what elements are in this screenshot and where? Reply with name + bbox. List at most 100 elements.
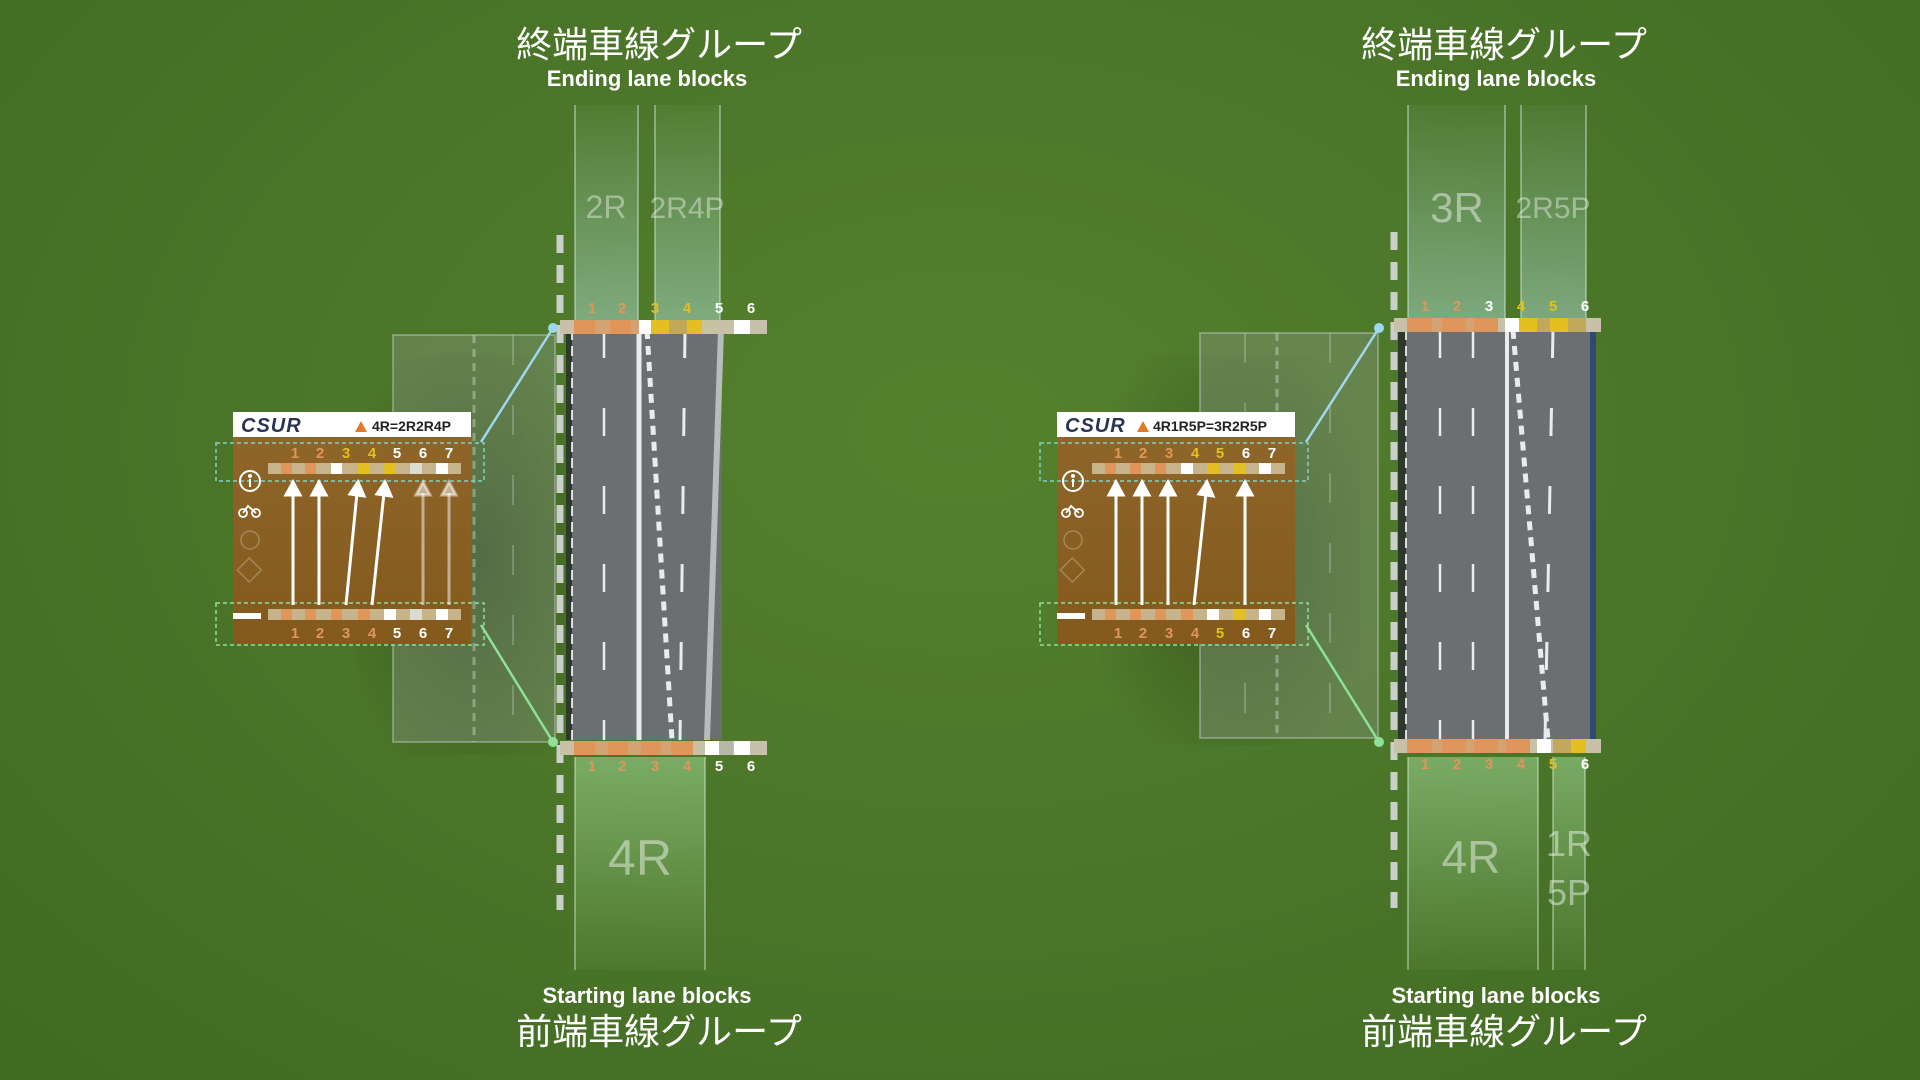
top-lane-number: 2: [618, 300, 626, 317]
csur-panel-right: CSUR 4R1R5P=3R2R5P 1 2 3 4 5 6 7: [1039, 412, 1309, 646]
warning-triangle-icon: [1137, 421, 1149, 432]
diagram-left: 2R 2R4P 4R: [215, 105, 767, 970]
bottom-lane-number: 6: [747, 758, 755, 775]
connector-line-start: [1304, 624, 1381, 743]
starting-lane-title-jp-left: 前端車線グループ: [516, 1012, 802, 1053]
panel-bottom-number: 1: [291, 625, 299, 642]
bottom-lane-number: 2: [1453, 756, 1461, 773]
bicycle-icon: [1061, 504, 1084, 518]
panel-bottom-number: 4: [368, 625, 377, 642]
connector-dot: [1374, 737, 1384, 747]
bus-icon: [1063, 530, 1083, 550]
panel-top-number: 6: [419, 445, 427, 462]
lane-sign-icon: [1059, 556, 1086, 584]
bottom-lane-number: 5: [715, 758, 723, 775]
top-lane-number: 2: [1453, 298, 1461, 315]
panel-top-number: 2: [316, 445, 324, 462]
panel-code: 4R=2R2R4P: [372, 418, 451, 434]
starting-lane-title-jp-right: 前端車線グループ: [1361, 1012, 1647, 1053]
panel-bottom-number: 3: [342, 625, 350, 642]
panel-code: 4R1R5P=3R2R5P: [1153, 418, 1267, 434]
bottom-lane-number: 5: [1549, 756, 1557, 773]
ending-lane-title-jp-left: 終端車線グループ: [516, 25, 802, 66]
bottom-lane-number: 3: [651, 758, 659, 775]
end-block-2R: [575, 105, 638, 323]
start-selection-box: [215, 602, 485, 646]
bus-icon: [240, 530, 260, 550]
panel-bottom-number: 5: [1216, 625, 1224, 642]
bicycle-icon: [238, 504, 261, 518]
road-surface-right: [1404, 330, 1594, 740]
panel-bottom-number: 7: [445, 625, 453, 642]
road-marker-icon: [1057, 613, 1085, 619]
connector-line-end: [479, 327, 555, 443]
csur-panel-left: CSUR 4R=2R2R4P 1 2 3 4 5 6 7: [215, 412, 485, 646]
bottom-lane-number: 3: [1485, 756, 1493, 773]
csur-logo: CSUR: [1065, 415, 1126, 437]
panel-top-number: 4: [368, 445, 377, 462]
csur-logo: CSUR: [241, 415, 302, 437]
starting-lane-title-en-right: Starting lane blocks: [1391, 983, 1601, 1008]
bottom-lane-bar-right: [1394, 739, 1601, 753]
end-block-3R: [1408, 105, 1505, 323]
panel-top-number: 3: [1165, 445, 1173, 462]
panel-header: [1057, 412, 1295, 437]
top-lane-number: 1: [1421, 298, 1429, 315]
road-marker-icon: [233, 613, 261, 619]
start-block-label-4R: 4R: [1442, 831, 1501, 883]
connector-dot: [548, 737, 558, 747]
top-lane-number: 3: [1485, 298, 1493, 315]
panel-top-number: 7: [1268, 445, 1276, 462]
panel-bottom-number: 4: [1191, 625, 1200, 642]
top-lane-number: 5: [715, 300, 723, 317]
panel-top-number: 1: [291, 445, 299, 462]
connector-dot: [548, 323, 558, 333]
top-lane-number: 6: [747, 300, 755, 317]
starting-lane-title-en-left: Starting lane blocks: [542, 983, 752, 1008]
panel-bottom-number: 2: [316, 625, 324, 642]
panel-top-number: 5: [1216, 445, 1224, 462]
panel-top-number: 1: [1114, 445, 1122, 462]
panel-bottom-number: 7: [1268, 625, 1276, 642]
panel-top-number: 2: [1139, 445, 1147, 462]
end-block-label-2R4P: 2R4P: [649, 192, 724, 225]
start-block-4R: [1408, 757, 1538, 970]
panel-bottom-number: 1: [1114, 625, 1122, 642]
pedestrian-icon: [1062, 470, 1084, 492]
end-selection-box: [1039, 442, 1309, 482]
connector-line-start: [479, 624, 555, 743]
start-block-label-4R: 4R: [608, 830, 672, 886]
top-lane-number: 4: [1517, 298, 1526, 315]
end-block-2R5P: [1521, 105, 1586, 323]
bottom-lane-number: 1: [588, 758, 596, 775]
bottom-lane-number: 4: [1517, 756, 1526, 773]
connector-line-end: [1304, 327, 1381, 443]
top-lane-bar-left: [560, 320, 767, 334]
panel-top-number: 7: [445, 445, 453, 462]
panel-bottom-number: 3: [1165, 625, 1173, 642]
panel-top-number: 3: [342, 445, 350, 462]
panel-bottom-number: 5: [393, 625, 401, 642]
panel-bottom-number: 6: [419, 625, 427, 642]
lane-divider-chevron: [1510, 329, 1551, 741]
end-block-label-2R: 2R: [586, 189, 627, 225]
top-lane-number: 3: [651, 300, 659, 317]
panel-top-number: 4: [1191, 445, 1200, 462]
panel-header: [233, 412, 471, 437]
ending-lane-title-en-left: Ending lane blocks: [546, 66, 748, 91]
road-right-edge: [1590, 330, 1596, 740]
ending-lane-title-en-right: Ending lane blocks: [1395, 66, 1597, 91]
connector-dot: [1374, 323, 1384, 333]
road-right-edge: [704, 330, 724, 740]
bottom-lane-bar-left: [560, 741, 767, 755]
panel-top-number: 5: [393, 445, 401, 462]
end-block-label-2R5P: 2R5P: [1515, 192, 1590, 225]
diagram-right: 3R 2R5P 4R 1R 5P: [1039, 105, 1601, 970]
top-lane-number: 6: [1581, 298, 1589, 315]
pedestrian-icon: [239, 470, 261, 492]
panel-top-number: 6: [1242, 445, 1250, 462]
bottom-lane-number: 4: [683, 758, 692, 775]
start-selection-box: [1039, 602, 1309, 646]
top-lane-number: 1: [588, 300, 596, 317]
